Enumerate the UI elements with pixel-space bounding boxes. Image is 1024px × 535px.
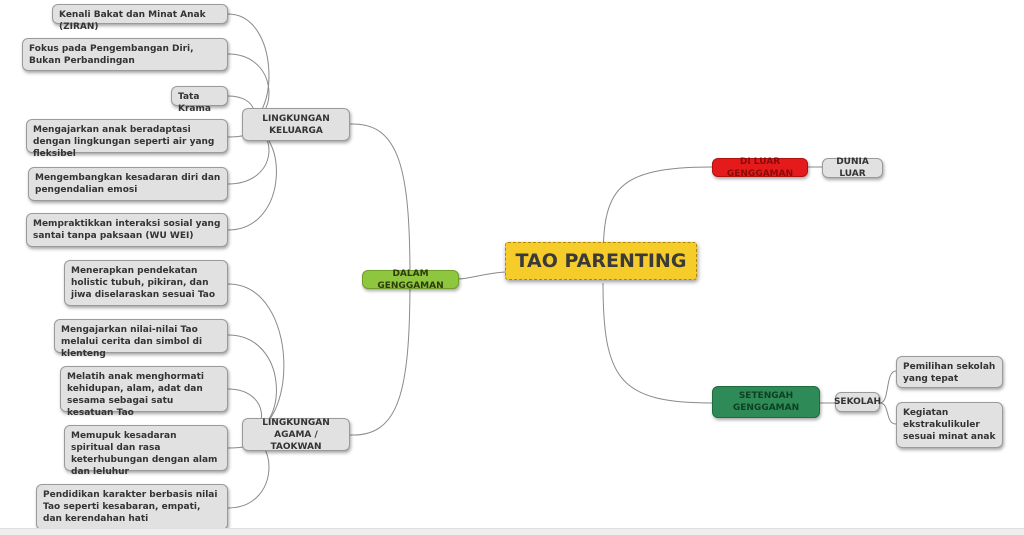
central-topic-label: TAO PARENTING [515, 250, 687, 272]
subtopic-lingkungan-keluarga-label: LINGKUNGAN KELUARGA [262, 113, 330, 136]
branch-di-luar-genggaman[interactable]: DI LUAR GENGGAMAN [712, 156, 808, 179]
branch-setengah-genggaman-label: SETENGAH GENGGAMAN [732, 391, 800, 413]
branch-dalam-genggaman[interactable]: DALAM GENGGAMAN [362, 268, 459, 291]
list-item[interactable]: Menerapkan pendekatan holistic tubuh, pi… [64, 260, 228, 306]
list-item[interactable]: Pendidikan karakter berbasis nilai Tao s… [36, 484, 228, 530]
list-item-text: Pemilihan sekolah yang tepat [903, 362, 996, 384]
list-item-text: Tata Krama [178, 92, 211, 114]
list-item[interactable]: Mempraktikkan interaksi sosial yang sant… [26, 213, 228, 247]
list-item-text: Kenali Bakat dan Minat Anak (ZIRAN) [59, 10, 206, 32]
list-item-text: Menerapkan pendekatan holistic tubuh, pi… [71, 266, 216, 300]
list-item[interactable]: Memupuk kesadaran spiritual dan rasa ket… [64, 425, 228, 477]
list-item[interactable]: Kegiatan ekstrakulikuler sesuai minat an… [896, 402, 1003, 448]
list-item[interactable]: Melatih anak menghormati kehidupan, alam… [60, 366, 228, 418]
list-item-text: Melatih anak menghormati kehidupan, alam… [67, 372, 205, 418]
branch-setengah-genggaman[interactable]: SETENGAH GENGGAMAN [712, 386, 820, 418]
branch-di-luar-genggaman-label: DI LUAR GENGGAMAN [726, 156, 794, 179]
central-topic[interactable]: TAO PARENTING [505, 242, 697, 280]
list-item-text: Memupuk kesadaran spiritual dan rasa ket… [71, 431, 218, 477]
list-item[interactable]: Mengembangkan kesadaran diri dan pengend… [28, 167, 228, 201]
list-item-text: Mengajarkan nilai-nilai Tao melalui ceri… [61, 325, 203, 359]
list-item[interactable]: Mengajarkan nilai-nilai Tao melalui ceri… [54, 319, 228, 359]
list-item-text: Mengembangkan kesadaran diri dan pengend… [35, 173, 221, 195]
horizontal-scrollbar[interactable] [0, 528, 1024, 535]
subtopic-lingkungan-agama[interactable]: LINGKUNGAN AGAMA / TAOKWAN [242, 417, 350, 452]
list-item[interactable]: Fokus pada Pengembangan Diri, Bukan Perb… [22, 38, 228, 71]
list-item[interactable]: Pemilihan sekolah yang tepat [896, 356, 1003, 388]
list-item[interactable]: Mengajarkan anak beradaptasi dengan ling… [26, 119, 228, 159]
subtopic-sekolah-label: SEKOLAH [833, 397, 882, 407]
branch-dalam-genggaman-label: DALAM GENGGAMAN [377, 268, 444, 291]
subtopic-dunia-luar-label: DUNIA LUAR [836, 157, 869, 179]
subtopic-dunia-luar[interactable]: DUNIA LUAR [822, 157, 883, 179]
list-item-text: Fokus pada Pengembangan Diri, Bukan Perb… [29, 44, 194, 66]
list-item[interactable]: Tata Krama [171, 86, 228, 114]
list-item-text: Mengajarkan anak beradaptasi dengan ling… [33, 125, 215, 159]
list-item-text: Pendidikan karakter berbasis nilai Tao s… [43, 490, 218, 524]
subtopic-lingkungan-keluarga[interactable]: LINGKUNGAN KELUARGA [242, 108, 350, 141]
subtopic-sekolah[interactable]: SEKOLAH [833, 392, 882, 412]
list-item-text: Kegiatan ekstrakulikuler sesuai minat an… [903, 408, 996, 442]
subtopic-lingkungan-agama-label: LINGKUNGAN AGAMA / TAOKWAN [262, 417, 330, 452]
list-item[interactable]: Kenali Bakat dan Minat Anak (ZIRAN) [52, 4, 228, 32]
list-item-text: Mempraktikkan interaksi sosial yang sant… [33, 219, 221, 241]
